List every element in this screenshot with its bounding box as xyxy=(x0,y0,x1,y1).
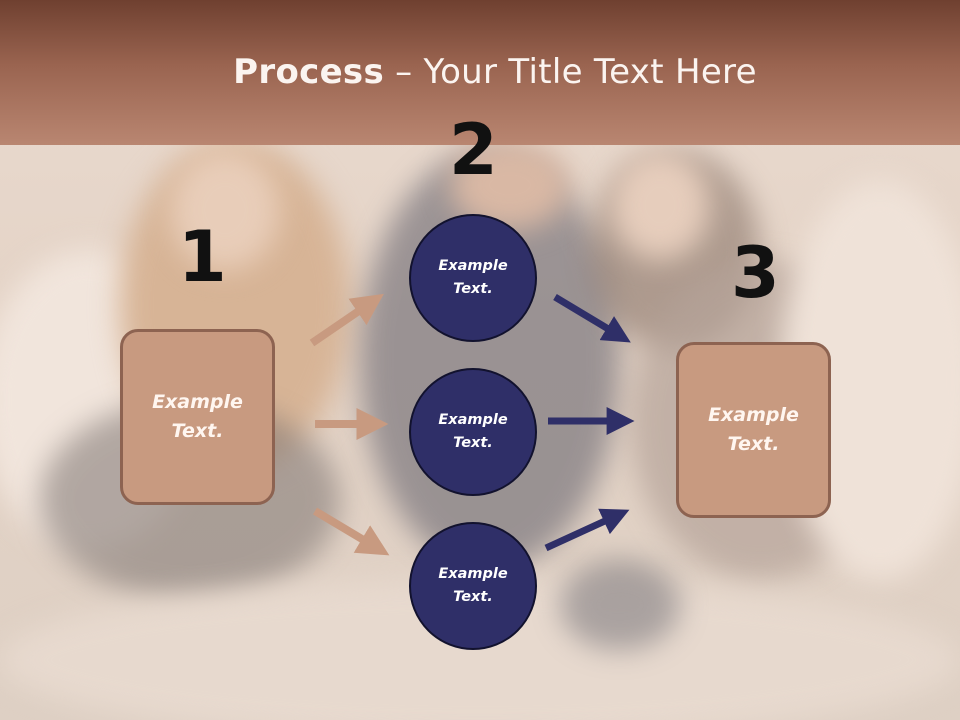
circle-bottom-line2: Text. xyxy=(453,589,493,605)
circle-bottom-text: Example Text. xyxy=(438,563,507,609)
circle-top-line1: Example xyxy=(438,258,508,274)
step-2-circle-bottom[interactable]: Example Text. xyxy=(409,522,537,650)
step-number-2: 2 xyxy=(449,109,498,191)
title-bar xyxy=(0,0,960,145)
step-1-line2: Text. xyxy=(171,420,224,442)
arrow-bottom-to-right xyxy=(544,508,630,552)
arrow-top-to-right xyxy=(553,293,631,343)
step-3-text: Example Text. xyxy=(708,401,799,459)
step-3-box[interactable]: Example Text. xyxy=(676,342,831,518)
title-bold: Process xyxy=(233,52,385,92)
circle-top-text: Example Text. xyxy=(438,255,507,301)
step-1-box[interactable]: Example Text. xyxy=(120,329,275,505)
arrow-left-to-bottom xyxy=(312,507,390,556)
circle-bottom-line1: Example xyxy=(438,566,508,582)
slide-title[interactable]: Process – Your Title Text Here xyxy=(0,52,960,92)
step-number-3: 3 xyxy=(731,232,780,314)
step-3-line1: Example xyxy=(708,404,799,426)
step-2-circle-top[interactable]: Example Text. xyxy=(409,214,537,342)
circle-middle-line2: Text. xyxy=(453,435,493,451)
circle-top-line2: Text. xyxy=(453,281,493,297)
circle-middle-text: Example Text. xyxy=(438,409,507,455)
step-number-1: 1 xyxy=(178,216,227,298)
arrow-left-to-top xyxy=(309,293,384,347)
title-rest: – Your Title Text Here xyxy=(384,52,757,92)
step-1-line1: Example xyxy=(152,391,243,413)
step-1-text: Example Text. xyxy=(152,388,243,446)
step-2-circle-middle[interactable]: Example Text. xyxy=(409,368,537,496)
circle-middle-line1: Example xyxy=(438,412,508,428)
step-3-line2: Text. xyxy=(727,433,780,455)
